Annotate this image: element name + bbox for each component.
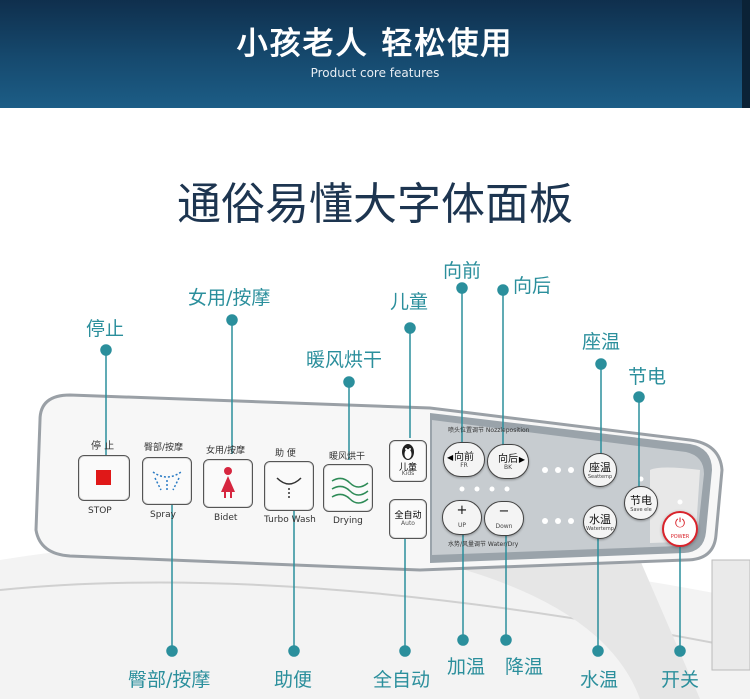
- drying-button[interactable]: [323, 464, 373, 512]
- nozzle-position-label: 喷头位置调节 Nozzleposition: [448, 427, 530, 434]
- seat-temp-button[interactable]: 座温 Seattemp: [583, 453, 617, 487]
- header-banner: 小孩老人 轻松使用 Product core features: [0, 0, 750, 108]
- turbo-wash-icon: [276, 477, 302, 498]
- spray-button[interactable]: [142, 457, 192, 505]
- power-sub-label: POWER: [670, 534, 690, 540]
- forward-main-label: 向前: [454, 452, 474, 463]
- power-icon: ⏻: [674, 516, 686, 531]
- arrow-right-icon: ▶: [518, 455, 525, 464]
- banner-title: 小孩老人 轻松使用: [236, 26, 514, 62]
- banner-edge: [742, 0, 750, 108]
- callout-water-temp: 水温: [580, 669, 619, 691]
- back-main-label: 向后: [498, 454, 518, 465]
- callout-stop: 停止: [86, 318, 125, 340]
- kids-main-label: 儿童: [398, 463, 417, 473]
- callout-spray: 臀部/按摩: [128, 669, 211, 691]
- page-heading: 通俗易懂大字体面板: [177, 179, 573, 230]
- bidet-bottom-label: Bidet: [214, 513, 238, 523]
- stop-button[interactable]: [78, 455, 130, 501]
- spray-water-icon: [152, 471, 182, 492]
- forward-sub-label: FR: [460, 462, 468, 469]
- drying-top-label: 暖风烘干: [329, 452, 366, 462]
- callout-power: 开关: [661, 669, 700, 691]
- down-sub-label: Down: [495, 523, 513, 530]
- forward-button[interactable]: 向前 FR ◀: [443, 442, 485, 477]
- water-temp-main-label: 水温: [589, 513, 611, 526]
- bidet-button[interactable]: [203, 459, 253, 508]
- kids-sub-label: Kids: [401, 470, 415, 477]
- auto-button[interactable]: 全自动 Auto: [389, 499, 427, 539]
- callout-forward: 向前: [443, 260, 482, 282]
- up-main-label: +: [456, 503, 468, 518]
- spray-top-label: 臀部/按摩: [144, 443, 184, 453]
- warm-air-icon: [331, 477, 369, 504]
- callout-back: 向后: [513, 275, 552, 297]
- callout-drying: 暖风烘干: [306, 349, 383, 371]
- side-device: [711, 559, 750, 671]
- arrow-left-icon: ◀: [447, 453, 454, 462]
- indicator-dots: [459, 467, 683, 524]
- banner-subtitle: Product core features: [310, 66, 440, 80]
- turbo-bottom-label: Turbo Wash: [264, 515, 316, 525]
- turbo-wash-button[interactable]: [264, 461, 314, 511]
- down-main-label: −: [498, 504, 510, 519]
- drying-bottom-label: Drying: [333, 516, 363, 526]
- save-sub-label: Save ele: [630, 507, 652, 513]
- callout-bidet: 女用/按摩: [188, 287, 271, 309]
- callout-up: 加温: [447, 656, 486, 678]
- callout-seat-temp: 座温: [582, 331, 621, 353]
- up-sub-label: UP: [457, 522, 466, 529]
- power-button[interactable]: ⏻ POWER: [662, 511, 698, 547]
- save-main-label: 节电: [630, 494, 652, 507]
- water-dry-label: 水势/风量调节 Water/Dry: [448, 541, 519, 548]
- stop-square-icon: [96, 470, 111, 485]
- water-temp-sub-label: Watertemp: [586, 526, 614, 532]
- save-energy-button[interactable]: 节电 Save ele: [624, 486, 658, 520]
- seat-temp-sub-label: Seattemp: [587, 474, 613, 480]
- water-temp-button[interactable]: 水温 Watertemp: [583, 505, 617, 539]
- callout-auto: 全自动: [373, 669, 431, 691]
- back-button[interactable]: 向后 BK ▶: [487, 444, 529, 479]
- callout-kids: 儿童: [390, 291, 429, 313]
- stop-top-label: 停 止: [91, 441, 115, 452]
- turbo-top-label: 助 便: [275, 449, 296, 459]
- back-sub-label: BK: [503, 464, 513, 471]
- spray-bottom-label: Spray: [150, 510, 176, 520]
- seat-temp-main-label: 座温: [589, 461, 611, 474]
- callout-down: 降温: [505, 656, 544, 678]
- auto-main-label: 全自动: [394, 511, 422, 521]
- stop-bottom-label: STOP: [88, 506, 112, 516]
- seat-shade: [380, 528, 700, 699]
- kids-button[interactable]: 儿童 Kids: [389, 440, 427, 482]
- auto-sub-label: Auto: [401, 520, 415, 527]
- callout-save: 节电: [628, 366, 667, 388]
- bidet-top-label: 女用/按摩: [206, 446, 246, 456]
- up-button[interactable]: + UP: [442, 500, 482, 535]
- callout-turbo: 助便: [274, 669, 313, 691]
- down-button[interactable]: − Down: [484, 501, 524, 536]
- woman-icon: [221, 467, 235, 498]
- penguin-icon: [402, 444, 414, 460]
